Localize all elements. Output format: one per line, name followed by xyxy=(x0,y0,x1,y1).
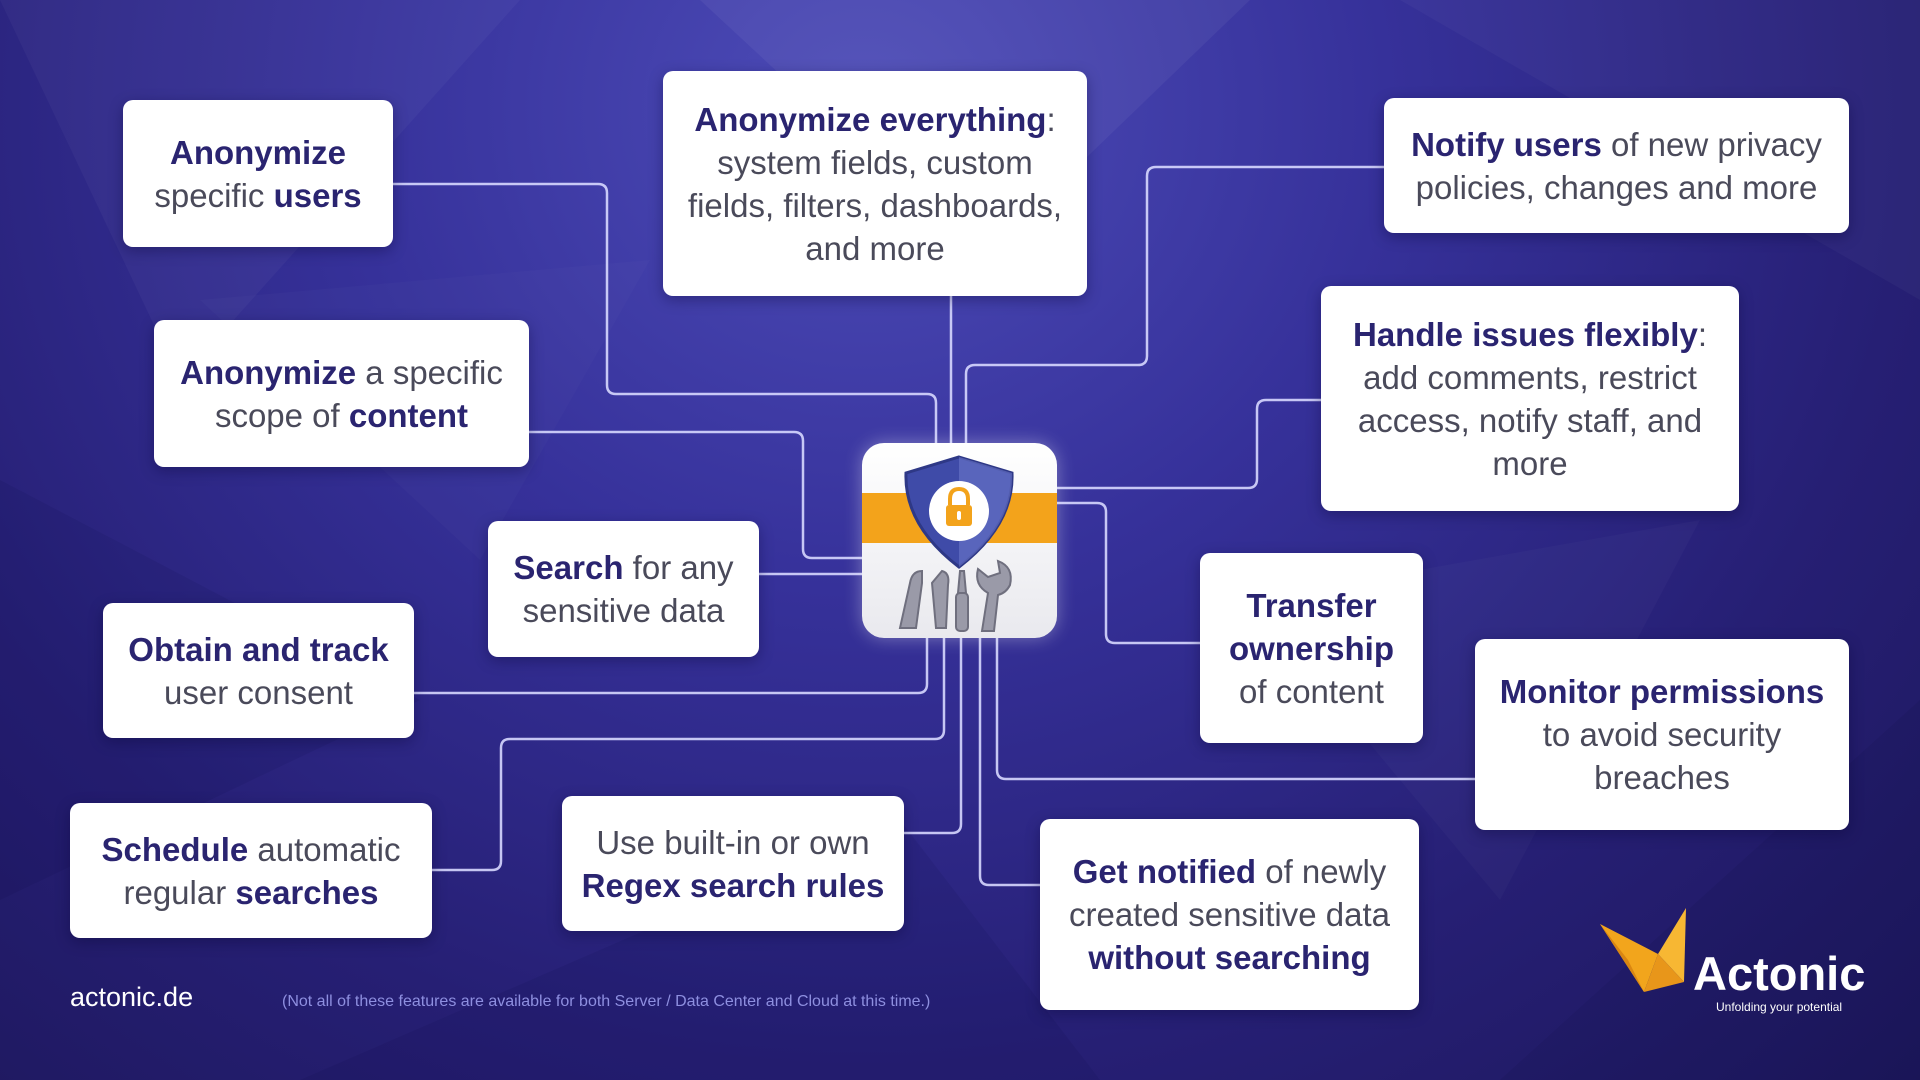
feature-notify-users: Notify users of new privacy policies, ch… xyxy=(1384,98,1849,233)
connector-transfer xyxy=(1057,501,1200,645)
hub-app-icon xyxy=(862,443,1057,638)
shield-lock-tools-icon xyxy=(862,455,1057,632)
feature-regex-rules: Use built-in or own Regex search rules xyxy=(562,796,904,931)
connector-monitor xyxy=(995,638,1475,781)
connector-get-notified xyxy=(978,638,1040,887)
feature-anonymize-scope: Anonymize a specific scope of content xyxy=(154,320,529,467)
website-url: actonic.de xyxy=(70,982,194,1012)
feature-monitor-permissions: Monitor permissions to avoid security br… xyxy=(1475,639,1849,830)
feature-handle-issues: Handle issues flexibly: add comments, re… xyxy=(1321,286,1739,511)
brand-name: Actonic xyxy=(1693,947,1866,1000)
availability-note: (Not all of these features are available… xyxy=(282,993,931,1010)
feature-search: Search for any sensitive data xyxy=(488,521,759,657)
connector-anonymize-users xyxy=(393,182,938,443)
connector-regex xyxy=(904,638,963,835)
connector-handle-issues xyxy=(1057,398,1321,490)
connector-notify-users xyxy=(964,165,1384,443)
connector-anonymize-scope xyxy=(529,430,862,560)
brand-tagline: Unfolding your potential xyxy=(1716,1000,1843,1014)
connector-schedule xyxy=(432,638,946,872)
actonic-brand: Actonic Unfolding your potential xyxy=(1598,902,1865,1022)
origami-fox-logo-icon xyxy=(1600,908,1686,992)
feature-get-notified: Get notified of newly created sensitive … xyxy=(1040,819,1419,1010)
connector-obtain-consent xyxy=(414,638,929,695)
feature-anonymize-everything: Anonymize everything: system fields, cus… xyxy=(663,71,1087,296)
feature-obtain-consent: Obtain and track user consent xyxy=(103,603,414,738)
feature-schedule-searches: Schedule automatic regular searches xyxy=(70,803,432,938)
feature-transfer-ownership: Transfer ownership of content xyxy=(1200,553,1423,743)
